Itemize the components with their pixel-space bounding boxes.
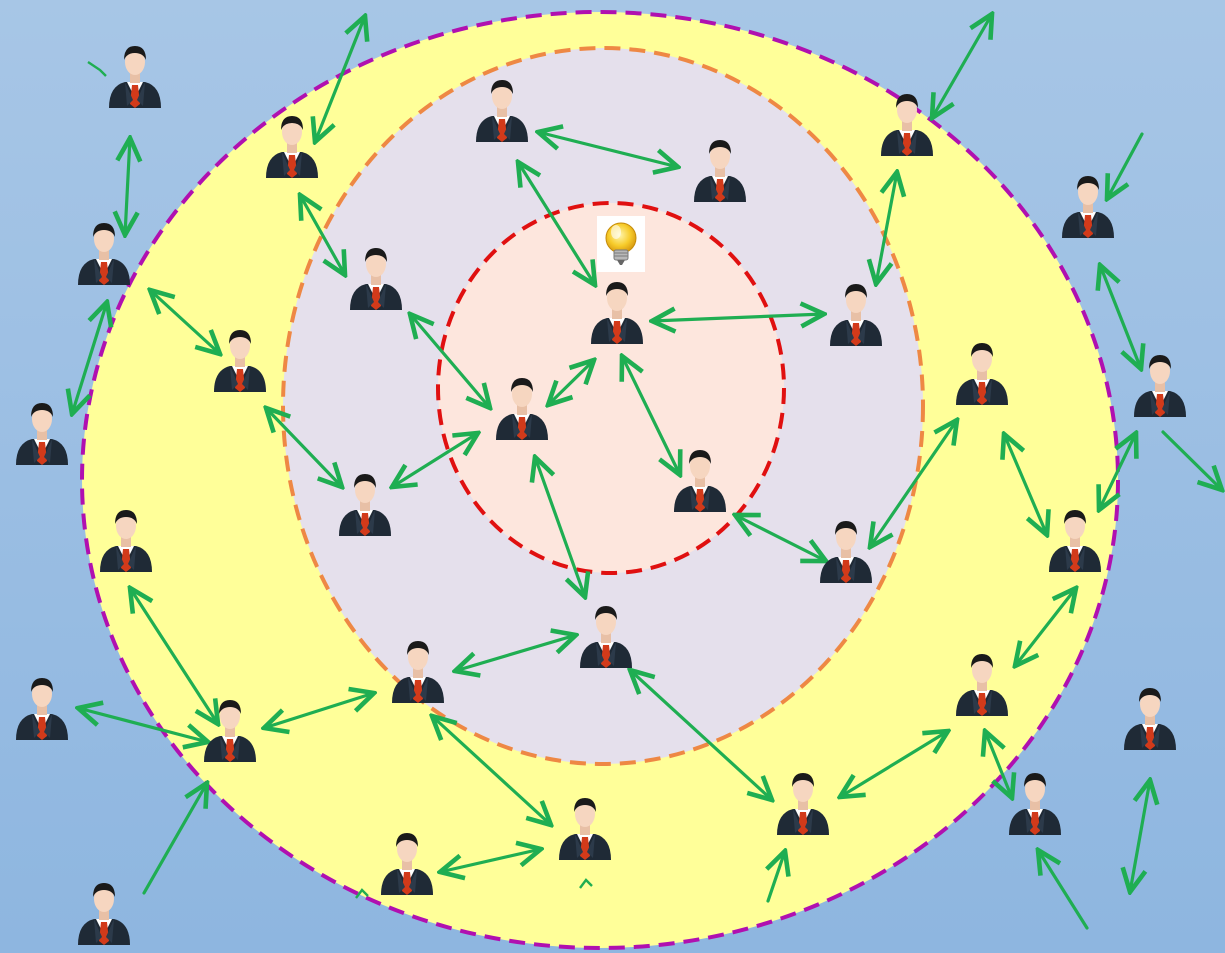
arrow — [144, 783, 207, 893]
businessman-icon — [1134, 355, 1186, 417]
businessman-icon — [16, 678, 68, 740]
lightbulb-icon — [597, 216, 645, 272]
bidirectional-arrow — [1130, 780, 1150, 892]
arrowhead — [88, 62, 106, 76]
businessman-icon — [78, 883, 130, 945]
arrow — [1163, 432, 1222, 490]
bidirectional-arrow — [125, 138, 130, 235]
arrow — [1038, 850, 1087, 928]
arrow — [1107, 134, 1142, 199]
bidirectional-arrow — [1100, 265, 1141, 369]
businessman-icon — [1124, 688, 1176, 750]
businessman-icon — [16, 403, 68, 465]
businessman-icon — [78, 223, 130, 285]
businessman-icon — [1009, 773, 1061, 835]
bidirectional-arrow — [932, 14, 992, 118]
businessman-icon — [1062, 176, 1114, 238]
businessman-icon — [109, 46, 161, 108]
